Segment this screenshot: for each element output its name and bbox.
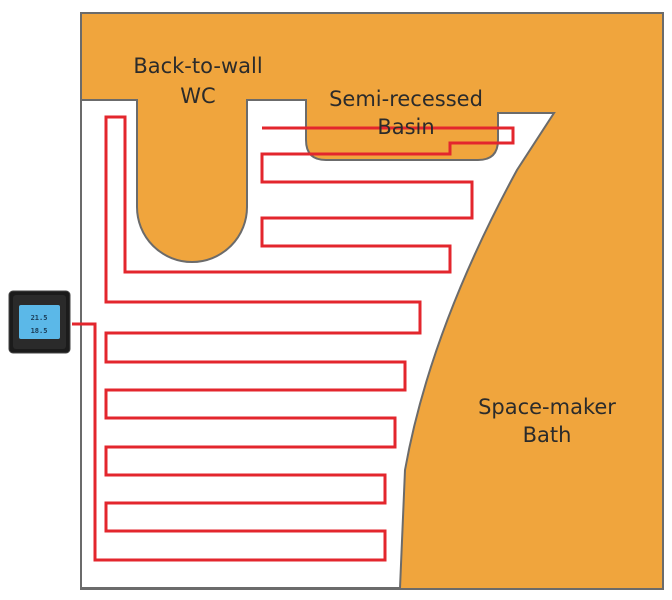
heating-cable xyxy=(72,115,515,562)
thermostat-screen xyxy=(19,305,60,339)
thermostat-display-line1: 21.5 xyxy=(31,314,48,322)
wc-label-line2: WC xyxy=(180,84,215,108)
thermostat-icon[interactable]: 21.5 18.5 xyxy=(8,290,71,354)
bath-label-line2: Bath xyxy=(523,423,572,447)
wc-label-line1: Back-to-wall xyxy=(133,54,262,78)
basin-label-line2: Basin xyxy=(377,115,434,139)
thermostat-display-line2: 18.5 xyxy=(31,327,48,335)
basin-label-line1: Semi-recessed xyxy=(329,87,483,111)
heated-floor-area xyxy=(80,99,556,589)
bath-label-line1: Space-maker xyxy=(478,395,616,419)
